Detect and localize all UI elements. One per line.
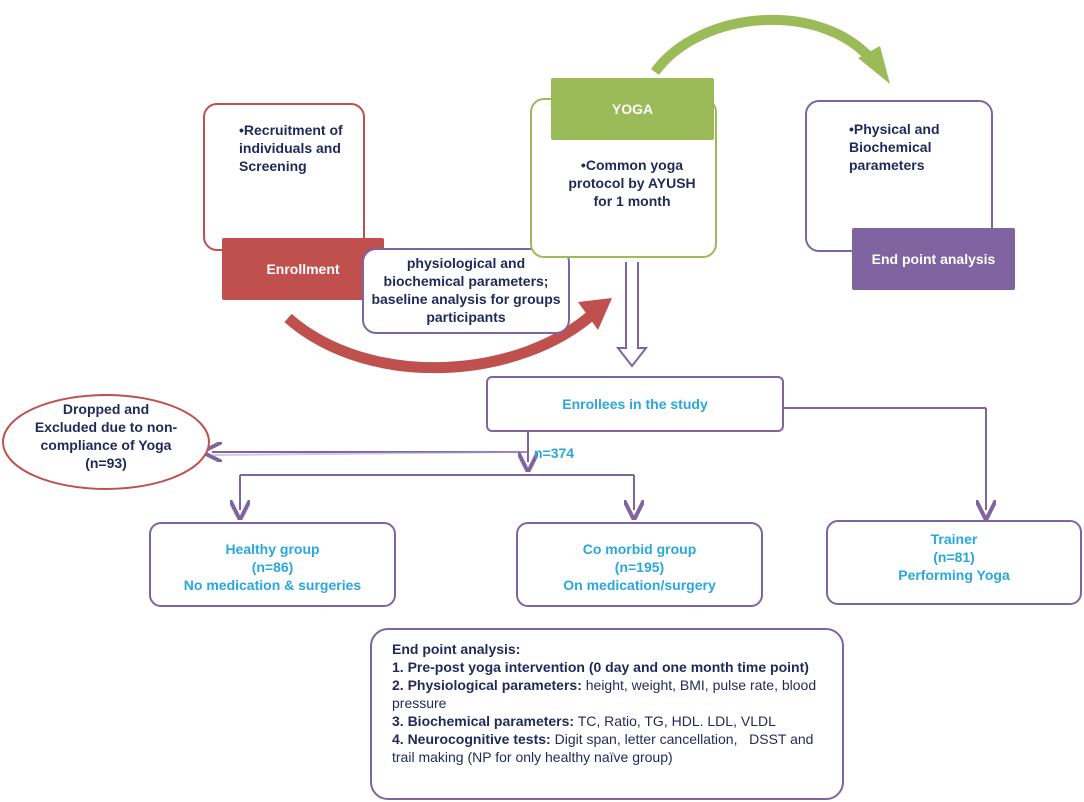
comorbid-group-n: (n=195)	[614, 559, 665, 575]
trainer-n: (n=81)	[933, 549, 975, 565]
enrollees-count: n=374	[534, 445, 575, 461]
analysis-box: End point analysis: 1. Pre-post yoga int…	[370, 628, 844, 800]
enrollees-label: Enrollees in the study	[562, 396, 708, 412]
healthy-group-box: Healthy group (n=86) No medication & sur…	[149, 522, 396, 607]
green-arrowhead	[858, 46, 890, 84]
analysis-item-4-text: Digit span, letter cancellation, DSST an…	[392, 731, 818, 765]
recruitment-box: Recruitment of individuals and Screening	[203, 103, 365, 251]
enrollment-tab: Enrollment	[222, 238, 384, 300]
recruitment-text: Recruitment of individuals and Screening	[239, 121, 361, 175]
healthy-group-n: (n=86)	[251, 559, 294, 575]
analysis-title: End point analysis:	[392, 641, 521, 657]
healthy-group-title: Healthy group	[225, 541, 320, 557]
baseline-text: physiological and biochemical parameters…	[371, 255, 561, 325]
hollow-down-arrow	[615, 262, 649, 368]
analysis-item-2-text: height, weight, BMI, pulse rate, blood p…	[392, 677, 817, 711]
endpoint-box: Physical and Biochemical parameters	[805, 100, 993, 252]
trainer-box: Trainer (n=81) Performing Yoga	[826, 520, 1082, 605]
analysis-item-1: 1. Pre-post yoga intervention (0 day and…	[392, 659, 809, 675]
analysis-item-2-label: 2. Physiological parameters:	[392, 677, 582, 693]
analysis-item-4: 4. Neurocognitive tests: Digit span, let…	[392, 730, 828, 766]
dropped-text: Dropped and Excluded due to non-complian…	[34, 401, 178, 471]
dropped-ellipse	[2, 394, 210, 490]
comorbid-group-box: Co morbid group (n=195) On medication/su…	[516, 522, 763, 607]
analysis-item-3: 3. Biochemical parameters: TC, Ratio, TG…	[392, 712, 828, 730]
trainer-desc: Performing Yoga	[898, 567, 1010, 583]
red-arrowhead	[578, 298, 612, 330]
analysis-item-3-text: TC, Ratio, TG, HDL. LDL, VLDL	[574, 713, 776, 729]
yoga-tab: YOGA	[551, 78, 714, 140]
analysis-item-3-label: 3. Biochemical parameters:	[392, 713, 575, 729]
trainer-title: Trainer	[930, 531, 978, 547]
red-curved-arrow	[284, 307, 599, 374]
green-curved-arrow	[650, 14, 876, 76]
comorbid-group-desc: On medication/surgery	[563, 577, 716, 593]
analysis-item-2: 2. Physiological parameters: height, wei…	[392, 676, 828, 712]
endpoint-tab: End point analysis	[852, 228, 1015, 290]
healthy-group-desc: No medication & surgeries	[183, 577, 362, 593]
enrollees-box: Enrollees in the study	[486, 376, 784, 432]
yoga-text: Common yoga protocol by AYUSH for 1 mont…	[562, 156, 702, 210]
baseline-box: physiological and biochemical parameters…	[362, 248, 570, 334]
comorbid-group-title: Co morbid group	[582, 541, 697, 557]
endpoint-text: Physical and Biochemical parameters	[849, 120, 969, 174]
analysis-item-4-label: 4. Neurocognitive tests:	[392, 731, 551, 747]
